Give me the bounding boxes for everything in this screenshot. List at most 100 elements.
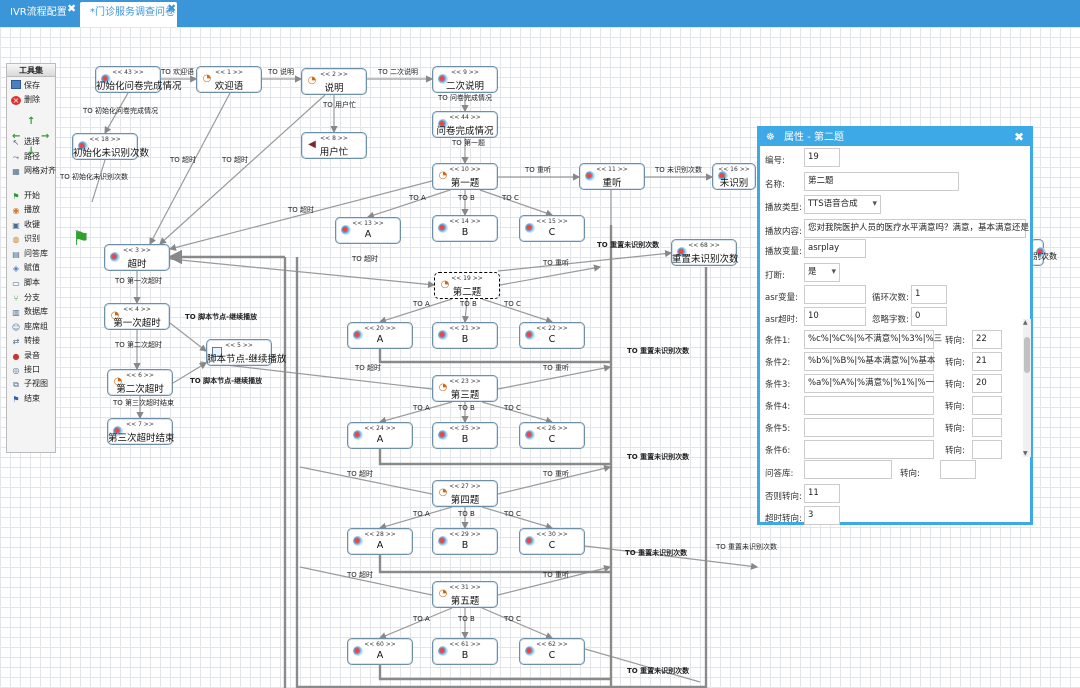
condition-field[interactable]: %a%|%A%|%满意%|%1%|%一 bbox=[804, 374, 934, 393]
scroll-up-icon[interactable]: ▲ bbox=[1023, 319, 1028, 326]
flow-node[interactable]: ◔<< 31 >>第五题 bbox=[432, 581, 498, 608]
flow-node[interactable]: << 30 >>C bbox=[519, 528, 585, 555]
tool-subview[interactable]: ⧉子视图 bbox=[11, 378, 48, 390]
tab-ivr-flow-config[interactable]: IVR流程配置 ✖ bbox=[0, 2, 78, 27]
name-field[interactable]: 第二题 bbox=[804, 172, 959, 191]
asrtimeout-field[interactable]: 10 bbox=[804, 307, 866, 326]
flow-node[interactable]: ◔<< 27 >>第四题 bbox=[432, 480, 498, 507]
flow-node[interactable]: << 5 >>脚本节点-继续播放 bbox=[206, 339, 286, 366]
qa-goto-field[interactable] bbox=[940, 460, 976, 479]
close-icon[interactable]: ✖ bbox=[1013, 130, 1024, 144]
flow-node[interactable]: << 24 >>A bbox=[347, 422, 413, 449]
tool-select[interactable]: ↖选择 bbox=[11, 136, 40, 148]
close-icon[interactable]: ✖ bbox=[67, 2, 77, 15]
tool-key[interactable]: ▣收键 bbox=[11, 219, 40, 231]
tool-transfer[interactable]: ⇄转接 bbox=[11, 335, 40, 347]
tool-agent-group[interactable]: ☺座席组 bbox=[11, 321, 48, 333]
interrupt-select[interactable]: 是 bbox=[804, 263, 840, 282]
arrow-left-icon[interactable]: ← bbox=[12, 131, 21, 142]
tool-interface[interactable]: ◎接口 bbox=[11, 364, 41, 376]
flow-node[interactable]: ◔<< 2 >>说明 bbox=[301, 68, 367, 95]
qa-goto-label: 转向: bbox=[900, 469, 920, 479]
flow-node[interactable]: << 3 >>超时 bbox=[104, 244, 170, 271]
tool-record[interactable]: ●录音 bbox=[11, 350, 41, 362]
condition-goto-field[interactable] bbox=[972, 418, 1002, 437]
loop-field[interactable]: 1 bbox=[911, 285, 947, 304]
else-field[interactable]: 11 bbox=[804, 484, 840, 503]
ignore-field[interactable]: 0 bbox=[911, 307, 947, 326]
flow-node[interactable]: << 22 >>C bbox=[519, 322, 585, 349]
flow-node[interactable]: << 61 >>B bbox=[432, 638, 498, 665]
tool-qa[interactable]: ▤问答库 bbox=[11, 248, 48, 260]
condition-goto-field[interactable]: 22 bbox=[972, 330, 1002, 349]
scroll-down-icon[interactable]: ▼ bbox=[1023, 450, 1028, 457]
flow-node[interactable]: ◔<< 10 >>第一题 bbox=[432, 163, 498, 190]
tool-branch[interactable]: ⑂分支 bbox=[11, 292, 40, 304]
arrow-right-icon[interactable]: → bbox=[41, 131, 50, 142]
flow-node[interactable]: ◔<< 6 >>第二次超时 bbox=[107, 369, 173, 396]
flow-node[interactable]: << 44 >>问卷完成情况 bbox=[432, 111, 498, 138]
condition-goto-field[interactable]: 20 bbox=[972, 374, 1002, 393]
flow-node[interactable]: ◀<< 8 >>用户忙 bbox=[301, 132, 367, 159]
tool-assign[interactable]: ◈赋值 bbox=[11, 262, 40, 274]
condition-field[interactable]: %b%|%B%|%基本满意%|%基本 bbox=[804, 352, 935, 371]
flow-node[interactable]: << 43 >>初始化问卷完成情况 bbox=[95, 66, 182, 93]
flow-node[interactable]: << 21 >>B bbox=[432, 322, 498, 349]
flow-node[interactable]: << 29 >>B bbox=[432, 528, 498, 555]
arrow-down-icon[interactable]: ↓ bbox=[27, 146, 36, 157]
flow-node[interactable]: << 26 >>C bbox=[519, 422, 585, 449]
save-button[interactable]: 保存 bbox=[11, 80, 40, 92]
flow-node[interactable]: << 25 >>B bbox=[432, 422, 498, 449]
tool-play[interactable]: ◉播放 bbox=[11, 204, 41, 216]
condition-goto-field[interactable] bbox=[972, 396, 1002, 415]
tab-survey[interactable]: *门诊服务调查问卷 ✖ bbox=[80, 2, 177, 27]
number-field[interactable]: 19 bbox=[804, 148, 840, 167]
flow-node[interactable]: ◔<< 1 >>欢迎语 bbox=[196, 66, 262, 93]
flow-node[interactable]: << 28 >>A bbox=[347, 528, 413, 555]
flow-node[interactable]: ◔<< 19 >>第二题 bbox=[434, 272, 500, 299]
tool-grid[interactable]: ▦网格对齐 bbox=[11, 165, 56, 177]
flow-node[interactable]: << 62 >>C bbox=[519, 638, 585, 665]
flow-node[interactable]: ◔<< 23 >>第三题 bbox=[432, 375, 498, 402]
node-name: A bbox=[376, 434, 384, 445]
close-icon[interactable]: ✖ bbox=[167, 2, 177, 15]
flow-node[interactable]: << 15 >>C bbox=[519, 215, 585, 242]
flow-node[interactable]: << 68 >>重置未识别次数 bbox=[671, 239, 739, 266]
start-flag-icon[interactable]: ⚑ bbox=[72, 226, 90, 250]
flow-node[interactable]: << 14 >>B bbox=[432, 215, 498, 242]
condition-goto-field[interactable] bbox=[972, 440, 1002, 459]
tool-end-flag[interactable]: ⚑结束 bbox=[11, 393, 40, 405]
tool-recognize[interactable]: ◍识别 bbox=[11, 233, 41, 245]
arrow-up-icon[interactable]: ↑ bbox=[27, 116, 36, 127]
asrvar-field[interactable] bbox=[804, 285, 866, 304]
flow-node[interactable]: << 7 >>第三次超时结束 bbox=[107, 418, 175, 445]
flow-node[interactable]: << 18 >>初始化未识别次数 bbox=[72, 133, 149, 160]
properties-scrollbar[interactable]: ▲ ▼ bbox=[1023, 319, 1031, 457]
content-field[interactable]: 您对我院医护人员的医疗水平满意吗？满意，基本满意还是 bbox=[804, 219, 1029, 238]
condition-field[interactable] bbox=[804, 418, 934, 437]
flow-node[interactable]: << 60 >>A bbox=[347, 638, 413, 665]
var-field[interactable]: asrplay bbox=[804, 239, 866, 258]
flow-node[interactable]: << 16 >>未识别 bbox=[712, 163, 756, 190]
tool-script[interactable]: ▭脚本 bbox=[11, 277, 40, 289]
flow-node[interactable]: << 20 >>A bbox=[347, 322, 413, 349]
tool-start-flag[interactable]: ⚑开始 bbox=[11, 190, 40, 202]
scrollbar-thumb[interactable] bbox=[1024, 337, 1030, 373]
tool-database[interactable]: ▥数据库 bbox=[11, 306, 48, 318]
flow-node[interactable]: << 11 >>重听 bbox=[579, 163, 645, 190]
tool-path[interactable]: ⤳路径 bbox=[11, 151, 40, 163]
condition-field[interactable] bbox=[804, 396, 934, 415]
playtype-select[interactable]: TTS语音合成 bbox=[804, 195, 881, 214]
timeout-field[interactable]: 3 bbox=[804, 506, 840, 525]
flow-node[interactable]: << 13 >>A bbox=[335, 217, 401, 244]
flow-node[interactable]: << 9 >>二次说明 bbox=[432, 66, 498, 93]
node-id: << 7 >> bbox=[126, 421, 154, 428]
delete-button[interactable]: ×删除 bbox=[11, 94, 40, 106]
flow-node[interactable]: ◔<< 4 >>第一次超时 bbox=[104, 303, 170, 330]
qa-field[interactable] bbox=[804, 460, 892, 479]
condition-field[interactable]: %c%|%C%|%不满意%|%3%|%三 bbox=[804, 330, 942, 349]
condition-goto-field[interactable]: 21 bbox=[972, 352, 1002, 371]
condition-field[interactable] bbox=[804, 440, 934, 459]
properties-title-bar[interactable]: ☸ 属性 - 第二题 ✖ bbox=[760, 129, 1030, 146]
